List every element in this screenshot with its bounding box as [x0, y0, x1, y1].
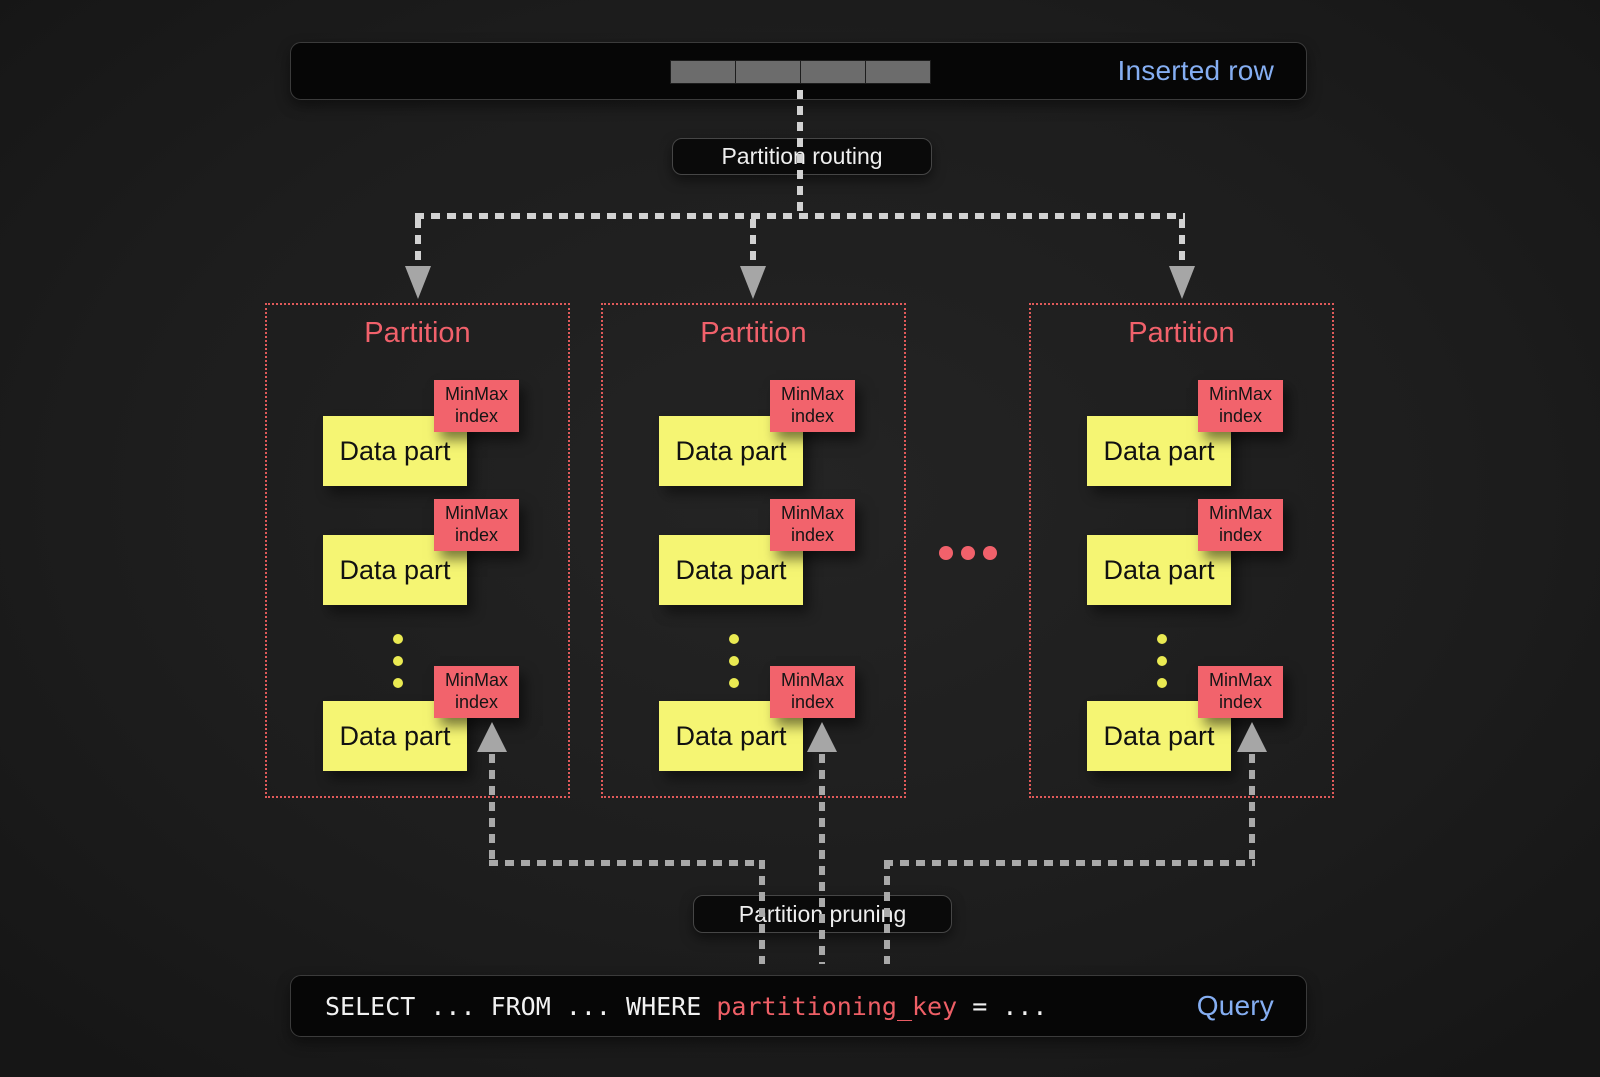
routing-feed-line	[797, 90, 803, 217]
row-cell	[865, 60, 931, 84]
minmax-index-tag: MinMax index	[770, 666, 855, 718]
partition-box-2: Partition MinMax index Data part MinMax …	[601, 303, 906, 798]
inserted-row-label: Inserted row	[1117, 55, 1274, 86]
row-cell	[670, 60, 736, 84]
query-panel: SELECT ... FROM ... WHERE partitioning_k…	[290, 975, 1307, 1037]
partition-box-1: Partition MinMax index Data part MinMax …	[265, 303, 570, 798]
routing-branch-line-3	[1179, 219, 1185, 267]
minmax-index-tag: MinMax index	[434, 499, 519, 551]
arrow-up-icon	[807, 722, 837, 752]
arrow-down-icon	[405, 266, 431, 299]
pruning-collector-left	[489, 860, 765, 866]
pruning-arrow-line-1	[489, 754, 495, 862]
vertical-ellipsis-dots	[1157, 634, 1167, 688]
query-label: Query	[1196, 990, 1274, 1021]
sql-partitioning-key: partitioning_key	[716, 991, 958, 1021]
pruning-drop-line-1	[759, 860, 765, 964]
row-cell	[735, 60, 801, 84]
minmax-index-tag: MinMax index	[1198, 666, 1283, 718]
pruning-arrow-line-2	[819, 754, 825, 964]
sql-query-text: SELECT ... FROM ... WHERE partitioning_k…	[325, 992, 1047, 1021]
minmax-index-tag: MinMax index	[1198, 499, 1283, 551]
minmax-index-tag: MinMax index	[1198, 380, 1283, 432]
arrow-down-icon	[1169, 266, 1195, 299]
partition-box-3: Partition MinMax index Data part MinMax …	[1029, 303, 1334, 798]
data-part-box: Data part	[323, 416, 467, 486]
arrow-up-icon	[477, 722, 507, 752]
arrow-down-icon	[740, 266, 766, 299]
pruning-drop-line-3	[884, 860, 890, 964]
minmax-index-tag: MinMax index	[770, 380, 855, 432]
partition-title: Partition	[364, 317, 471, 349]
arrow-up-icon	[1237, 722, 1267, 752]
inserted-row-cells	[670, 60, 931, 84]
routing-branch-line-2	[750, 219, 756, 267]
routing-branch-line-1	[415, 219, 421, 267]
minmax-index-tag: MinMax index	[434, 666, 519, 718]
minmax-index-tag: MinMax index	[770, 499, 855, 551]
sql-post: = ...	[957, 991, 1048, 1021]
inserted-row-panel: Inserted row	[290, 42, 1307, 100]
data-part-box: Data part	[1087, 535, 1231, 605]
partition-title: Partition	[1128, 317, 1235, 349]
horizontal-ellipsis-dots	[939, 546, 997, 560]
data-part-box: Data part	[323, 701, 467, 771]
pruning-collector-right	[884, 860, 1255, 866]
sql-pre: SELECT ... FROM ... WHERE	[325, 991, 717, 1021]
pruning-arrow-line-3	[1249, 754, 1255, 862]
vertical-ellipsis-dots	[393, 634, 403, 688]
minmax-index-tag: MinMax index	[434, 380, 519, 432]
vertical-ellipsis-dots	[729, 634, 739, 688]
row-cell	[800, 60, 866, 84]
partition-title: Partition	[700, 317, 807, 349]
routing-distribution-line	[415, 213, 1185, 219]
